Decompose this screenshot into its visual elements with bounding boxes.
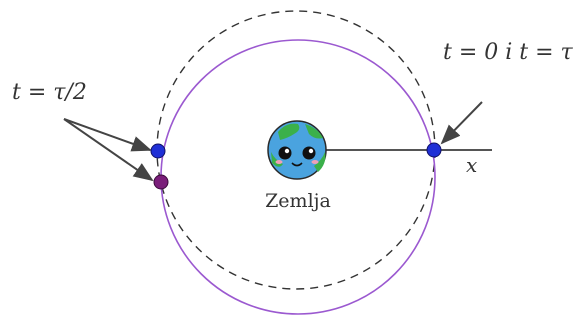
kawaii-earth-icon	[267, 120, 327, 180]
blue-point-start	[426, 142, 442, 158]
arrow-to-start-point	[440, 101, 483, 145]
purple-point-half-period	[153, 174, 169, 190]
arrow-to-purple-point	[63, 118, 154, 182]
label-earth: Zemlja	[265, 190, 331, 212]
label-t-half-period: t = τ/2	[12, 80, 87, 105]
arrow-to-blue-point	[63, 118, 152, 152]
blue-point-half-period	[150, 143, 166, 159]
label-x-axis: x	[466, 153, 478, 177]
label-t-start: t = 0 i t = τ	[443, 40, 573, 65]
